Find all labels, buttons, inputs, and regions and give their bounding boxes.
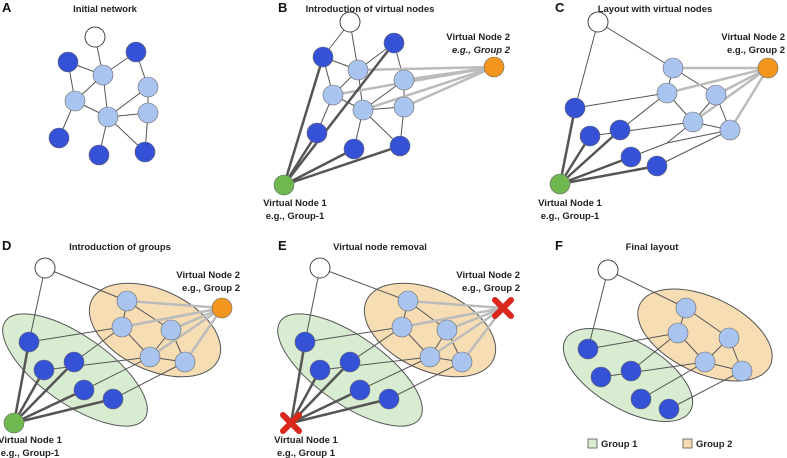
panel-d-nodes xyxy=(3,257,233,434)
panel-c-vn1-sublabel: e.g., Group-1 xyxy=(541,211,600,222)
panel-c-virtual-node-1 xyxy=(549,173,571,195)
panel-b-nodes xyxy=(273,11,505,196)
panel-b-title: Introduction of virtual nodes xyxy=(306,4,435,15)
panel-b-vn1-label: Virtual Node 1 xyxy=(263,198,327,209)
panel-f-group-2-region xyxy=(637,288,773,382)
panel-d-virtual-node-1 xyxy=(3,412,25,434)
panel-d-vn1-edges xyxy=(12,341,114,425)
panel-d: D Introduction of groups xyxy=(0,238,240,458)
panel-e-nodes xyxy=(294,257,473,410)
panel-f-nodes xyxy=(577,259,753,420)
legend-group-2-label: Group 2 xyxy=(696,439,732,450)
panel-e: E Virtual node removal xyxy=(274,238,520,458)
panel-f: F Final layout xyxy=(555,238,773,450)
panel-c-vn1-edges xyxy=(558,107,658,186)
legend: Group 1 Group 2 xyxy=(587,438,732,450)
panel-d-virtual-node-2 xyxy=(211,297,233,319)
panel-a-letter: A xyxy=(2,0,12,15)
panel-c-vn1-label: Virtual Node 1 xyxy=(538,198,602,209)
panel-c-virtual-node-2 xyxy=(757,57,779,79)
panel-c-letter: C xyxy=(555,0,565,15)
panel-e-vn2-removal-cross-icon xyxy=(492,297,514,319)
panel-b-vn2-sublabel: e.g., Group 2 xyxy=(452,45,511,56)
panel-b-vn2-label: Virtual Node 2 xyxy=(446,32,510,43)
panel-d-vn2-label: Virtual Node 2 xyxy=(176,270,240,281)
panel-d-vn1-sublabel: e.g., Group-1 xyxy=(1,448,60,458)
panel-a: A Initial network xyxy=(2,0,159,166)
panel-c-vn2-label: Virtual Node 2 xyxy=(721,32,785,43)
panel-e-vn2-sublabel: e.g., Group 2 xyxy=(462,283,520,294)
legend-group-2-swatch xyxy=(682,438,693,449)
panel-d-letter: D xyxy=(2,238,11,253)
panel-c-vn2-sublabel: e.g., Group 2 xyxy=(727,45,785,56)
panel-f-title: Final layout xyxy=(626,242,680,253)
panel-b-letter: B xyxy=(278,0,287,15)
legend-group-1-swatch xyxy=(587,438,598,449)
panel-a-title: Initial network xyxy=(73,4,138,15)
panel-d-vn1-label: Virtual Node 1 xyxy=(0,435,63,446)
panel-c-nodes xyxy=(549,11,779,195)
panel-e-letter: E xyxy=(278,238,287,253)
panel-b: B Introduction of virtual nodes xyxy=(263,0,511,222)
panel-b-virtual-node-1 xyxy=(273,174,295,196)
panel-e-vn1-sublabel: e.g., Group 1 xyxy=(277,448,336,458)
panel-b-virtual-node-2 xyxy=(483,56,505,78)
legend-group-1-label: Group 1 xyxy=(601,439,638,450)
panel-a-nodes xyxy=(48,26,159,166)
panel-e-vn2-edges xyxy=(401,299,504,363)
panel-b-vn1-sublabel: e.g., Group-1 xyxy=(266,211,325,222)
panel-c: C Layout with virtual nodes xyxy=(538,0,785,222)
panel-f-letter: F xyxy=(555,238,563,253)
panel-e-vn1-removal-cross-icon xyxy=(280,412,302,434)
panel-d-title: Introduction of groups xyxy=(69,242,171,253)
panel-c-title: Layout with virtual nodes xyxy=(598,4,713,15)
panel-e-vn2-label: Virtual Node 2 xyxy=(456,270,520,281)
panel-e-vn1-label: Virtual Node 1 xyxy=(274,435,338,446)
panel-d-vn2-sublabel: e.g., Group 2 xyxy=(182,283,240,294)
panel-e-title: Virtual node removal xyxy=(333,242,427,253)
